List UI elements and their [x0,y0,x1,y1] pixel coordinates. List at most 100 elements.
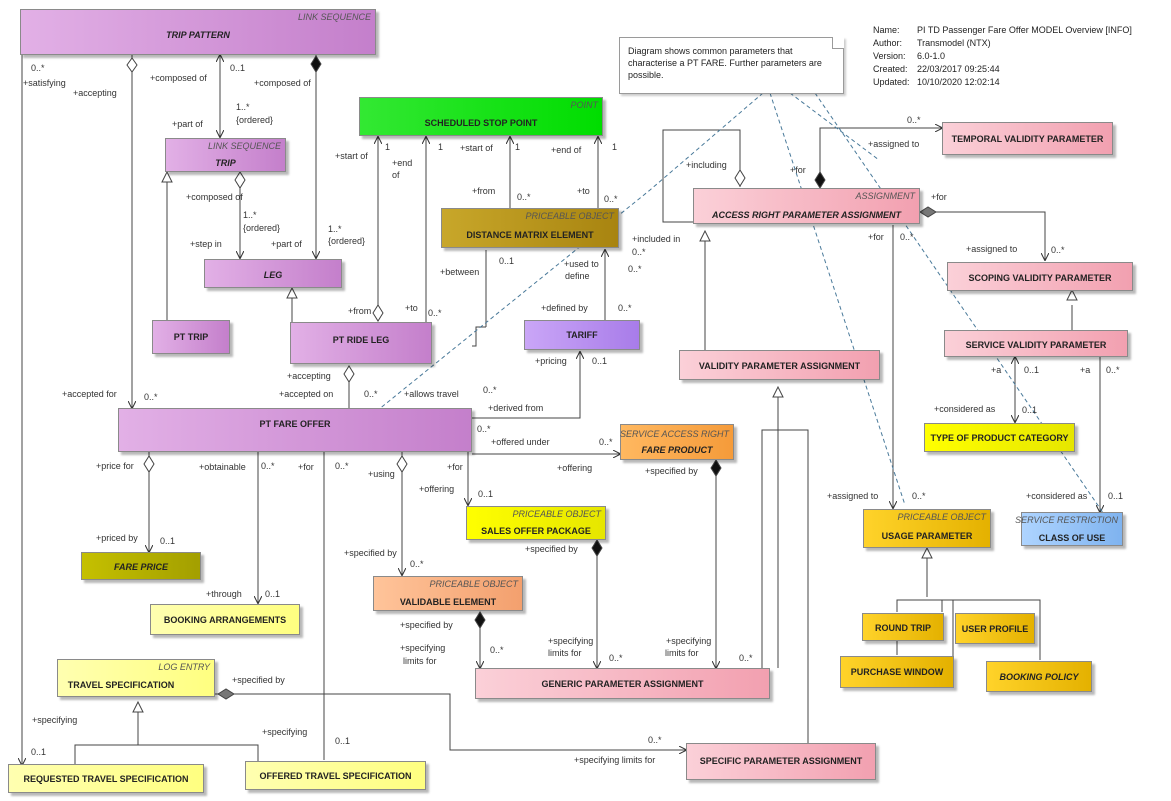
role-label: +a [1080,365,1091,375]
diagram-metadata: Name:PI TD Passenger Fare Offer MODEL Ov… [873,25,1132,87]
role-label: 0..* [428,308,442,318]
role-label: +considered as [934,404,996,414]
role-label: +specified by [232,675,285,685]
role-label: define [565,271,590,281]
box-type-of-product-category[interactable]: TYPE OF PRODUCT CATEGORY [924,423,1075,452]
role-label: {ordered} [328,236,366,246]
role-label: +specifying [32,715,78,725]
role-label: 1 [612,142,618,152]
box-temporal-validity-parameter[interactable]: TEMPORAL VALIDITY PARAMETER [942,122,1113,155]
box-user-profile[interactable]: USER PROFILE [955,613,1035,644]
role-label: {ordered} [243,223,281,233]
role-label: 1..* [243,210,257,220]
role-label: 0..* [335,461,349,471]
box-service-validity-parameter[interactable]: SERVICE VALIDITY PARAMETER [944,330,1128,357]
role-label: 0..* [599,437,613,447]
role-label: +step in [190,239,222,249]
role-label: +derived from [488,403,544,413]
role-label: +between [440,267,480,277]
box-fare-product[interactable]: SERVICE ACCESS RIGHT FARE PRODUCT [620,424,734,460]
role-label: +to [405,303,418,313]
note-link-fareoffer [377,92,764,411]
box-pt-trip[interactable]: PT TRIP [152,320,230,354]
role-label: +assigned to [868,139,920,149]
role-label: 1..* [328,224,342,234]
role-label: 0..1 [265,589,281,599]
diagram-note[interactable]: Diagram shows common parameters that cha… [619,37,844,94]
box-leg[interactable]: LEG [204,259,342,288]
role-label: +composed of [254,78,311,88]
role-label: +specified by [400,620,453,630]
role-label: +from [348,306,372,316]
box-purchase-window[interactable]: PURCHASE WINDOW [840,656,954,688]
box-fare-price[interactable]: FARE PRICE [81,552,201,580]
role-label: +a [991,365,1002,375]
role-label: +specified by [525,544,578,554]
role-label: 0..1 [1022,405,1038,415]
role-label: 0..* [900,232,914,242]
role-label: 0..* [517,192,531,202]
role-label: +used to [564,259,599,269]
role-label: 0..* [604,194,618,204]
box-booking-arrangements[interactable]: BOOKING ARRANGEMENTS [150,604,300,635]
role-label: 0..* [912,491,926,501]
role-label: +using [368,469,395,479]
box-sales-offer-package[interactable]: PRICEABLE OBJECT SALES OFFER PACKAGE [466,506,606,540]
role-label: +pricing [535,356,567,366]
box-validity-parameter-assignment[interactable]: VALIDITY PARAMETER ASSIGNMENT [679,350,880,380]
role-label: 0..* [490,645,504,655]
role-label: +start of [460,143,493,153]
box-specific-parameter-assignment[interactable]: SPECIFIC PARAMETER ASSIGNMENT [686,743,876,780]
box-pt-fare-offer[interactable]: PT FARE OFFER [118,408,472,452]
role-label: +for [298,462,314,472]
box-usage-parameter[interactable]: PRICEABLE OBJECT USAGE PARAMETER [863,509,991,548]
note-link-arpa [789,92,880,161]
role-label: +composed of [150,73,207,83]
connector-fareoffer-tariff [472,352,580,419]
role-label: +for [447,462,463,472]
role-label: 0..1 [499,256,515,266]
role-label: 1 [515,142,521,152]
role-label: +part of [172,119,203,129]
role-label: 0..* [144,392,158,402]
role-label: 0..1 [230,63,246,73]
box-access-right-parameter-assignment[interactable]: ASSIGNMENT ACCESS RIGHT PARAMETER ASSIGN… [693,188,920,224]
box-trip-pattern[interactable]: LINK SEQUENCE TRIP PATTERN [20,9,376,55]
box-round-trip[interactable]: ROUND TRIP [862,613,944,641]
box-booking-policy[interactable]: BOOKING POLICY [986,661,1092,692]
box-distance-matrix-element[interactable]: PRICEABLE OBJECT DISTANCE MATRIX ELEMENT [441,208,619,248]
box-offered-travel-specification[interactable]: OFFERED TRAVEL SPECIFICATION [245,761,426,790]
role-label: 0..* [31,63,45,73]
box-scheduled-stop-point[interactable]: POINT SCHEDULED STOP POINT [359,97,603,136]
box-validable-element[interactable]: PRICEABLE OBJECT VALIDABLE ELEMENT [373,576,523,611]
box-class-of-use[interactable]: SERVICE RESTRICTION CLASS OF USE [1015,512,1123,546]
box-scoping-validity-parameter[interactable]: SCOPING VALIDITY PARAMETER [947,262,1133,291]
box-tariff[interactable]: TARIFF [524,320,640,350]
role-label: 0..* [907,115,921,125]
role-label: 0..1 [160,536,176,546]
box-requested-travel-specification[interactable]: REQUESTED TRAVEL SPECIFICATION [8,764,204,793]
role-label: 0..* [628,264,642,274]
role-label: {ordered} [236,115,274,125]
role-label: +allows travel [404,389,459,399]
role-label: +specified by [344,548,397,558]
role-label: +to [577,186,590,196]
role-label: +for [931,192,947,202]
role-label: +assigned to [966,244,1018,254]
box-pt-ride-leg[interactable]: PT RIDE LEG [290,322,432,364]
role-label: 0..* [364,389,378,399]
box-generic-parameter-assignment[interactable]: GENERIC PARAMETER ASSIGNMENT [475,668,770,699]
role-label: +priced by [96,533,138,543]
role-label: +offering [557,463,593,473]
role-label: +from [472,186,496,196]
role-label: +end of [551,145,582,155]
role-label: 0..* [609,653,623,663]
role-label: 0..1 [1024,365,1040,375]
box-travel-specification[interactable]: LOG ENTRY TRAVEL SPECIFICATION [57,659,215,697]
connector-travelspec-specific [215,693,686,750]
role-label: +start of [335,151,368,161]
role-label: 0..1 [592,356,608,366]
role-label: +accepting [73,88,117,98]
box-trip[interactable]: LINK SEQUENCE TRIP [165,138,286,172]
